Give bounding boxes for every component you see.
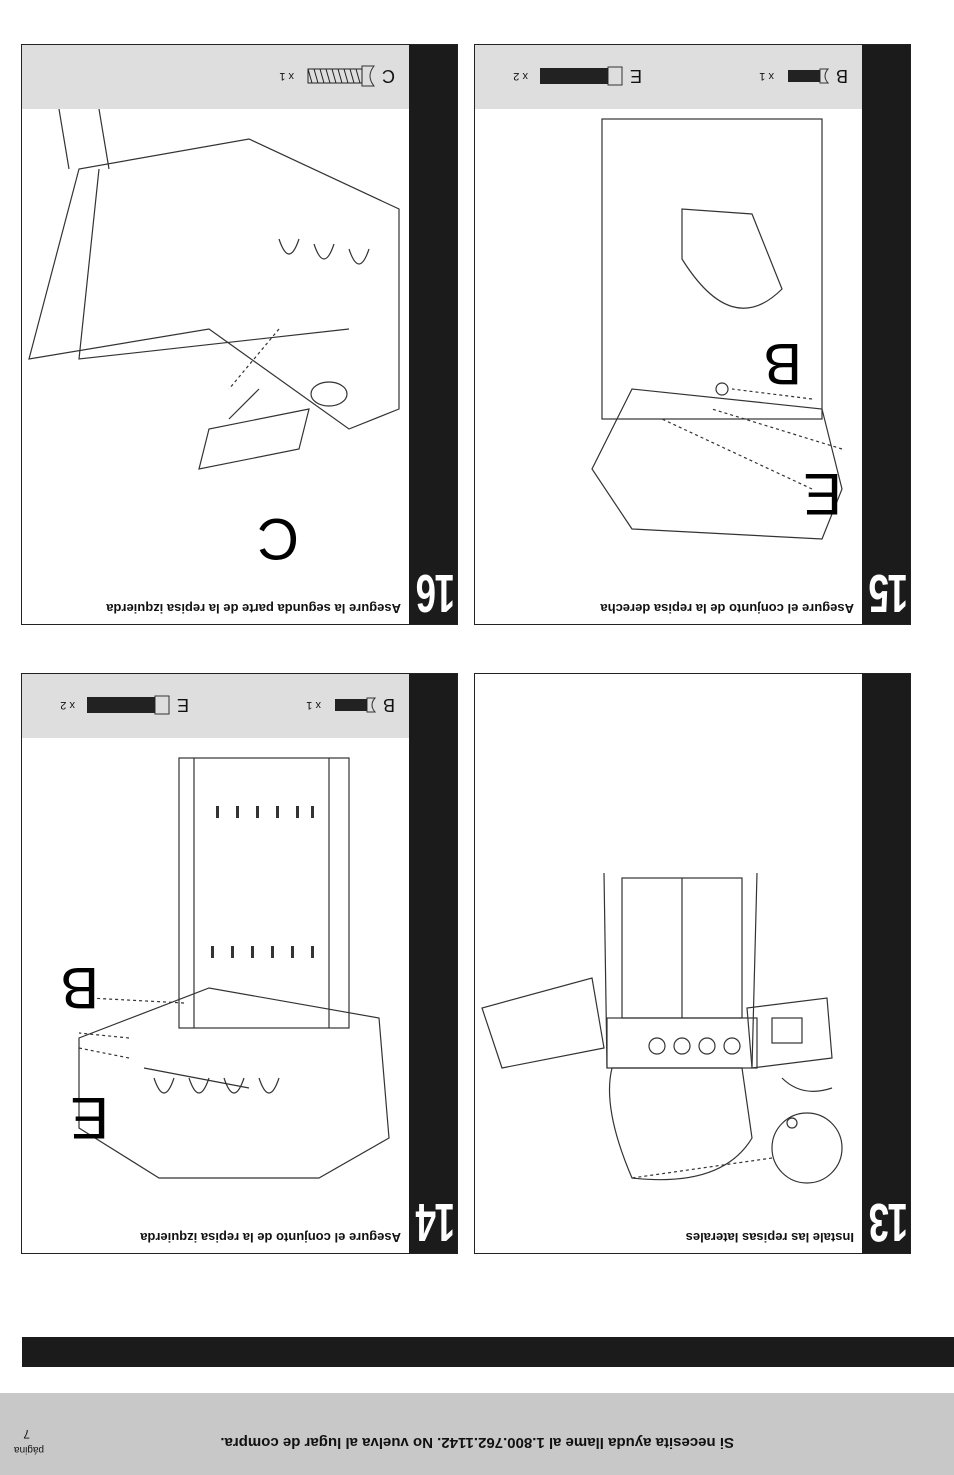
callout-letter: E — [70, 1085, 109, 1150]
hardware-letter: E — [176, 695, 189, 716]
callout-letter: E — [803, 461, 842, 526]
page-label: página — [13, 1444, 44, 1455]
hardware-letter: B — [835, 66, 848, 87]
hardware-qty: x 1 — [759, 70, 774, 82]
screw-icon — [539, 66, 623, 86]
hardware-bar: B x 1 E x 2 — [475, 45, 862, 109]
hardware-qty: x 2 — [60, 699, 75, 711]
step-title: Instale las repisas laterales — [685, 1230, 854, 1245]
hardware-item: E x 2 — [60, 690, 189, 720]
step-13-panel: 13 Instale las repisas laterales — [474, 673, 911, 1254]
step-title: Asegure el conjunto de la repisa izquier… — [140, 1230, 401, 1245]
hardware-item: B x 1 — [306, 690, 395, 720]
callout-letter: B — [60, 955, 99, 1020]
hardware-letter: E — [629, 66, 642, 87]
step-15-panel: 15 Asegure el conjunto de la repisa dere… — [474, 44, 911, 625]
callout-letter: B — [763, 331, 802, 396]
hardware-item: C x 1 — [279, 61, 395, 91]
step-14-panel: 14 Asegure el conjunto de la repisa izqu… — [21, 673, 458, 1254]
page-number: 7 — [23, 1427, 30, 1441]
bolt-icon — [307, 65, 376, 87]
hardware-bar: C x 1 — [22, 45, 409, 109]
step-number-bar: 16 — [409, 45, 457, 624]
callout-letter: C — [257, 506, 299, 571]
footer-bar — [22, 1337, 954, 1367]
step-number: 13 — [869, 1192, 908, 1252]
hardware-qty: x 1 — [306, 699, 321, 711]
hardware-item: B x 1 — [759, 61, 848, 91]
step-number-bar: 15 — [862, 45, 910, 624]
step-title: Asegure el conjunto de la repisa derecha — [600, 601, 854, 616]
help-strip: página 7 Si necesita ayuda llame al 1.80… — [0, 1393, 954, 1475]
help-text: Si necesita ayuda llame al 1.800.762.114… — [220, 1434, 734, 1451]
step-number: 16 — [416, 563, 455, 623]
hardware-bar: B x 1 E x 2 — [22, 674, 409, 738]
step-number: 15 — [869, 563, 908, 623]
hardware-letter: B — [382, 695, 395, 716]
step-number: 14 — [416, 1192, 455, 1252]
screw-icon — [86, 695, 170, 715]
hardware-item: E x 2 — [513, 61, 642, 91]
hardware-qty: x 2 — [513, 70, 528, 82]
hardware-qty: x 1 — [279, 70, 294, 82]
step-number-bar: 13 — [862, 674, 910, 1253]
step-number-bar: 14 — [409, 674, 457, 1253]
right-shelf-assembly-illustration: E B — [591, 118, 843, 540]
step-16-panel: 16 Asegure la segunda parte de la repisa… — [21, 44, 458, 625]
grill-sideshelves-illustration — [481, 872, 843, 1184]
bolt-icon — [787, 68, 830, 84]
second-left-shelf-illustration: C — [28, 108, 400, 571]
left-shelf-assembly-illustration: E B — [60, 757, 390, 1179]
hardware-letter: C — [382, 66, 395, 87]
step-title: Asegure la segunda parte de la repisa iz… — [106, 601, 401, 616]
bolt-icon — [334, 697, 377, 713]
